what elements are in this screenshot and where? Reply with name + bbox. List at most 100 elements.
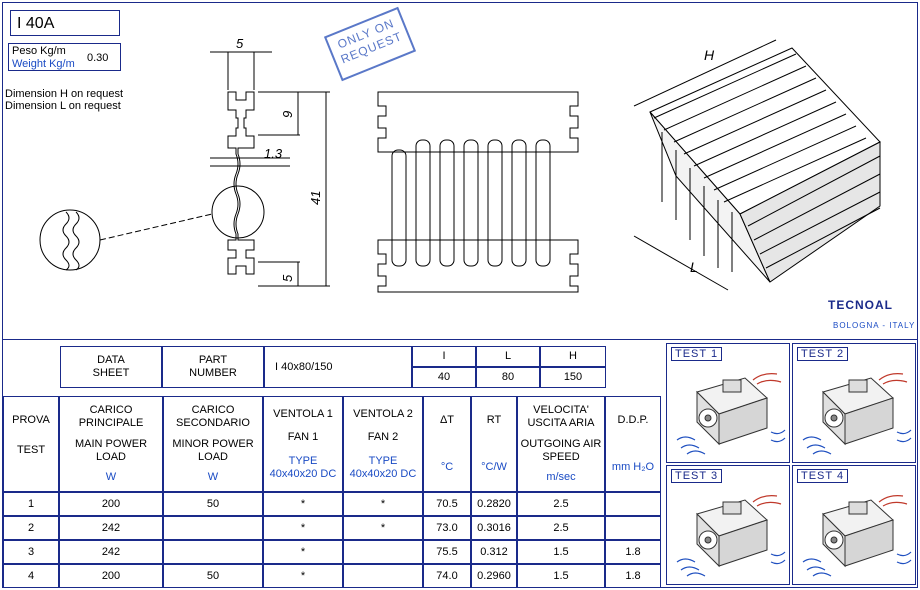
- detail-circle-zoom: [39, 209, 101, 271]
- table-header-8: D.D.P. mm H₂O: [605, 396, 661, 492]
- test-setup-illustration: [802, 373, 912, 455]
- table-cell: [163, 540, 263, 564]
- table-cell: *: [343, 492, 423, 516]
- technical-drawing: 5 9 1.3 41 5 H L: [39, 36, 881, 293]
- test-panel-1: TEST 1: [666, 343, 790, 463]
- table-header-1: CARICO PRINCIPALE MAIN POWER LOAD W: [59, 396, 163, 492]
- table-cell: 50: [163, 492, 263, 516]
- test-panel-2: TEST 2: [792, 343, 916, 463]
- table-header-5: ΔT °C: [423, 396, 471, 492]
- header-unit: °C: [440, 461, 454, 473]
- part-number-value: I 40x80/150: [264, 346, 412, 388]
- header-it: VENTOLA 2: [353, 407, 413, 420]
- table-cell: [605, 492, 661, 516]
- header-unit: TYPE 40x40x20 DC: [269, 454, 337, 480]
- section-divider: [2, 339, 917, 340]
- detail-leader: [99, 213, 213, 241]
- test-setup-illustration: [676, 495, 786, 577]
- table-cell: *: [343, 516, 423, 540]
- header-it: ΔT: [439, 414, 455, 426]
- table-header-7: VELOCITA' USCITA ARIA OUTGOING AIR SPEED m…: [517, 396, 605, 492]
- table-cell: 1.5: [517, 540, 605, 564]
- table-cell: *: [263, 564, 343, 588]
- table-header-6: RT °C/W: [471, 396, 517, 492]
- header-it: D.D.P.: [617, 414, 649, 426]
- table-cell: 242: [59, 516, 163, 540]
- table-header-4: VENTOLA 2 FAN 2 TYPE 40x40x20 DC: [343, 396, 423, 492]
- table-cell: 1.8: [605, 540, 661, 564]
- iso-label-l: L: [690, 259, 698, 275]
- table-cell: 1.5: [517, 564, 605, 588]
- dim-label-bottom: 5: [280, 274, 295, 282]
- dim-label-thickness: 1.3: [264, 146, 283, 161]
- table-header-3: VENTOLA 1 FAN 1 TYPE 40x40x20 DC: [263, 396, 343, 492]
- col-l-header: L: [476, 346, 540, 367]
- header-it: CARICO PRINCIPALE: [78, 404, 144, 430]
- header-en: OUTGOING AIR SPEED: [520, 437, 602, 463]
- table-cell: 242: [59, 540, 163, 564]
- header-en: MAIN POWER LOAD: [74, 437, 148, 463]
- part-it: PART: [198, 354, 228, 366]
- table-cell: 70.5: [423, 492, 471, 516]
- data-sheet-en: SHEET: [92, 367, 130, 379]
- col-l-value: 80: [476, 367, 540, 388]
- iso-label-h: H: [704, 47, 715, 63]
- fin-side-profile: [227, 91, 255, 275]
- test-label: TEST 3: [671, 469, 723, 483]
- detail-wave-right: [72, 211, 80, 271]
- table-cell: *: [263, 516, 343, 540]
- note-h: Dimension H on request: [5, 88, 124, 100]
- test-label: TEST 1: [671, 347, 723, 361]
- table-cell: 2.5: [517, 516, 605, 540]
- table-cell: 0.2960: [471, 564, 517, 588]
- weight-box: Peso Kg/m Weight Kg/m 0.30: [8, 43, 121, 71]
- note-l: Dimension L on request: [5, 100, 121, 112]
- table-cell: 2: [3, 516, 59, 540]
- header-unit: W: [105, 470, 117, 483]
- table-cell: 0.312: [471, 540, 517, 564]
- part-number-header: PART NUMBER: [162, 346, 264, 388]
- table-cell: [163, 516, 263, 540]
- tecnoal-logo: TECNOAL: [828, 298, 893, 312]
- header-it: RT: [486, 414, 502, 426]
- test-panel-3: TEST 3: [666, 465, 790, 585]
- table-cell: 0.3016: [471, 516, 517, 540]
- test-setup-illustration: [802, 495, 912, 577]
- table-cell: 4: [3, 564, 59, 588]
- data-sheet-it: DATA: [97, 354, 125, 366]
- part-en: NUMBER: [189, 367, 237, 379]
- table-cell: [343, 564, 423, 588]
- header-unit: m/sec: [546, 470, 576, 483]
- table-cell: 74.0: [423, 564, 471, 588]
- table-cell: 3: [3, 540, 59, 564]
- dim-label-41: 41: [308, 191, 323, 205]
- header-en: FAN 1: [287, 431, 319, 443]
- header-it: VENTOLA 1: [273, 407, 333, 420]
- header-it: CARICO SECONDARIO: [176, 404, 250, 430]
- test-panel-4: TEST 4: [792, 465, 916, 585]
- dim-label-9: 9: [280, 111, 295, 118]
- weight-label-it: Peso Kg/m: [12, 45, 66, 57]
- table-cell: 75.5: [423, 540, 471, 564]
- header-unit: mm H₂O: [611, 461, 655, 473]
- dim-label-top: 5: [236, 36, 244, 51]
- header-en: FAN 2: [367, 431, 399, 443]
- header-unit: W: [207, 470, 219, 483]
- table-cell: [605, 516, 661, 540]
- header-it: VELOCITA' USCITA ARIA: [527, 404, 595, 430]
- data-sheet-cell: DATA SHEET: [60, 346, 162, 388]
- test-setup-illustration: [676, 373, 786, 455]
- header-it: PROVA: [12, 414, 50, 426]
- col-h-header: H: [540, 346, 606, 367]
- heatsink-isometric: [633, 39, 881, 291]
- table-cell: 50: [163, 564, 263, 588]
- fin-front-profile: [377, 91, 579, 293]
- header-unit: TYPE 40x40x20 DC: [349, 454, 417, 480]
- weight-value: 0.30: [87, 52, 109, 64]
- table-cell: *: [263, 540, 343, 564]
- header-unit: °C/W: [481, 461, 507, 473]
- weight-label-en: Weight Kg/m: [12, 58, 75, 70]
- col-h-value: 150: [540, 367, 606, 388]
